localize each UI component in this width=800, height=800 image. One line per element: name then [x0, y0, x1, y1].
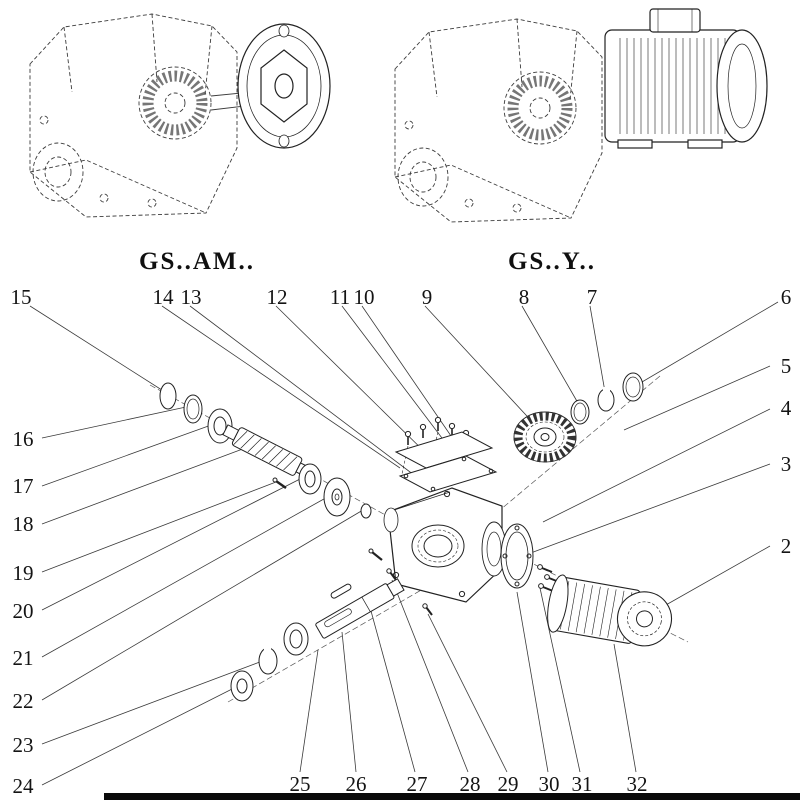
part-shim-disc: [323, 477, 351, 517]
gearbox-ghost-outline: [29, 13, 238, 218]
part-helical-gear: [513, 411, 577, 463]
callout-4: 4: [781, 396, 792, 420]
part-small-screws: [368, 548, 433, 616]
electric-motor: [604, 8, 768, 149]
callout-14: 14: [153, 285, 175, 309]
callout-5: 5: [781, 354, 792, 378]
model-label-gs-am: GS..AM..: [139, 248, 255, 275]
callout-17: 17: [13, 474, 34, 498]
callout-3: 3: [781, 452, 792, 476]
part-output-shaft: [315, 578, 405, 639]
callout-6: 6: [781, 285, 792, 309]
model-label-gs-y: GS..Y..: [508, 248, 596, 275]
mounting-flange: [237, 23, 331, 149]
callout-30: 30: [539, 772, 560, 796]
callout-numbers: 15 14 13 12 11 10 9 8 7 6 16 17 18 19 20…: [11, 285, 792, 798]
part-pin: [272, 477, 287, 489]
part-motor: [547, 574, 673, 647]
callout-16: 16: [13, 427, 34, 451]
callout-15: 15: [11, 285, 32, 309]
callout-24: 24: [13, 774, 35, 798]
callout-26: 26: [346, 772, 367, 796]
callout-2: 2: [781, 534, 792, 558]
callout-13: 13: [181, 285, 202, 309]
part-retaining-ring-input: [159, 382, 203, 424]
callout-7: 7: [587, 285, 598, 309]
callout-29: 29: [498, 772, 519, 796]
motor-fan-cowl: [716, 29, 768, 143]
leader-lines: [29, 301, 779, 786]
part-bearing-output: [283, 622, 309, 656]
part-key: [330, 583, 352, 599]
callout-8: 8: [519, 285, 530, 309]
callout-11: 11: [330, 285, 350, 309]
callout-18: 18: [13, 512, 34, 536]
part-seal-oval: [360, 503, 372, 519]
callout-12: 12: [267, 285, 288, 309]
callout-22: 22: [13, 689, 34, 713]
callout-20: 20: [13, 599, 34, 623]
scan-edge-artifact: [104, 793, 800, 800]
callout-19: 19: [13, 561, 34, 585]
callout-23: 23: [13, 733, 34, 757]
assembled-view-gs-am: [29, 13, 331, 218]
assembled-view-gs-y: [394, 8, 768, 223]
callout-31: 31: [572, 772, 593, 796]
callout-32: 32: [627, 772, 648, 796]
callout-28: 28: [460, 772, 481, 796]
worm-gear-hatch: [142, 70, 208, 136]
exploded-view: [159, 372, 673, 702]
worm-gear-hatch-2: [507, 75, 573, 141]
part-flange-gasket: [500, 523, 534, 589]
part-output-washer: [230, 670, 254, 702]
part-bearing-input-rear: [298, 463, 322, 495]
callout-10: 10: [354, 285, 375, 309]
part-gear-housing: [383, 487, 507, 603]
callout-21: 21: [13, 646, 34, 670]
part-gear-spacer-rings: [570, 372, 644, 425]
part-cover-plate: [394, 431, 498, 493]
motor-terminal-box: [649, 8, 701, 33]
callout-25: 25: [290, 772, 311, 796]
gearbox-ghost-outline-2: [394, 18, 603, 223]
callout-27: 27: [407, 772, 428, 796]
callout-9: 9: [422, 285, 433, 309]
part-circlip: [258, 646, 278, 675]
